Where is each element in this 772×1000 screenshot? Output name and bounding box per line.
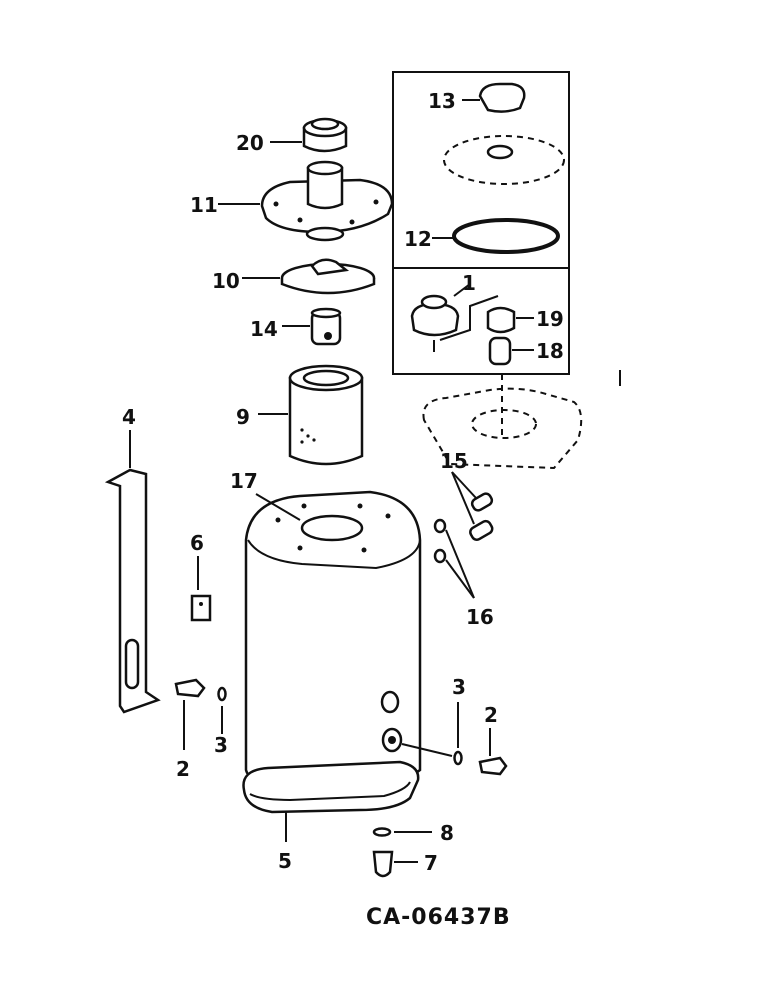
callout-7: 7 — [424, 851, 438, 875]
part-ring-12 — [432, 218, 560, 254]
part-decal-6 — [190, 556, 212, 622]
part-washer-3-left — [217, 686, 227, 734]
callout-11: 11 — [190, 193, 218, 217]
callout-5: 5 — [278, 849, 292, 873]
callout-19: 19 — [536, 307, 564, 331]
callout-3-right: 3 — [452, 675, 466, 699]
inset-box-switch — [392, 267, 570, 375]
part-fitting-19 — [486, 306, 534, 334]
callout-12: 12 — [404, 227, 432, 251]
dashed-plate — [443, 135, 565, 185]
part-plug-7 — [372, 850, 418, 878]
callout-18: 18 — [536, 339, 564, 363]
part-fitting-18 — [488, 336, 534, 366]
callout-8: 8 — [440, 821, 454, 845]
part-washer-8 — [372, 827, 432, 837]
part-cover-11 — [218, 160, 394, 242]
part-breather-20 — [270, 117, 348, 153]
callout-1: 1 — [462, 271, 476, 295]
callout-20: 20 — [236, 131, 264, 155]
callout-15: 15 — [440, 449, 468, 473]
part-filter-9 — [258, 364, 364, 466]
callout-3-left: 3 — [214, 733, 228, 757]
part-tank-17 — [244, 490, 422, 788]
plate-hub — [486, 144, 514, 160]
part-fitting-2-left — [174, 678, 206, 750]
part-plugs-15 — [451, 471, 494, 541]
callout-6: 6 — [190, 531, 204, 555]
part-bracket-4 — [104, 430, 161, 714]
part-washer-3-right — [401, 702, 463, 766]
callout-14: 14 — [250, 317, 278, 341]
part-switch-1 — [410, 283, 499, 352]
callout-16: 16 — [466, 605, 494, 629]
part-cap-13 — [462, 82, 526, 113]
part-washers-16 — [433, 518, 475, 599]
callout-13: 13 — [428, 89, 456, 113]
callout-2-left: 2 — [176, 757, 190, 781]
callout-9: 9 — [236, 405, 250, 429]
callout-10: 10 — [212, 269, 240, 293]
part-filter-cover-10 — [242, 258, 376, 295]
callout-2-right: 2 — [484, 703, 498, 727]
callout-4: 4 — [122, 405, 136, 429]
drawing-code: CA-06437B — [366, 905, 511, 930]
part-fitting-2-right — [478, 728, 508, 776]
dashed-mounting-base — [422, 374, 583, 470]
part-bushing-14 — [282, 307, 342, 346]
part-pad-5 — [242, 760, 420, 842]
callout-17: 17 — [230, 469, 258, 493]
